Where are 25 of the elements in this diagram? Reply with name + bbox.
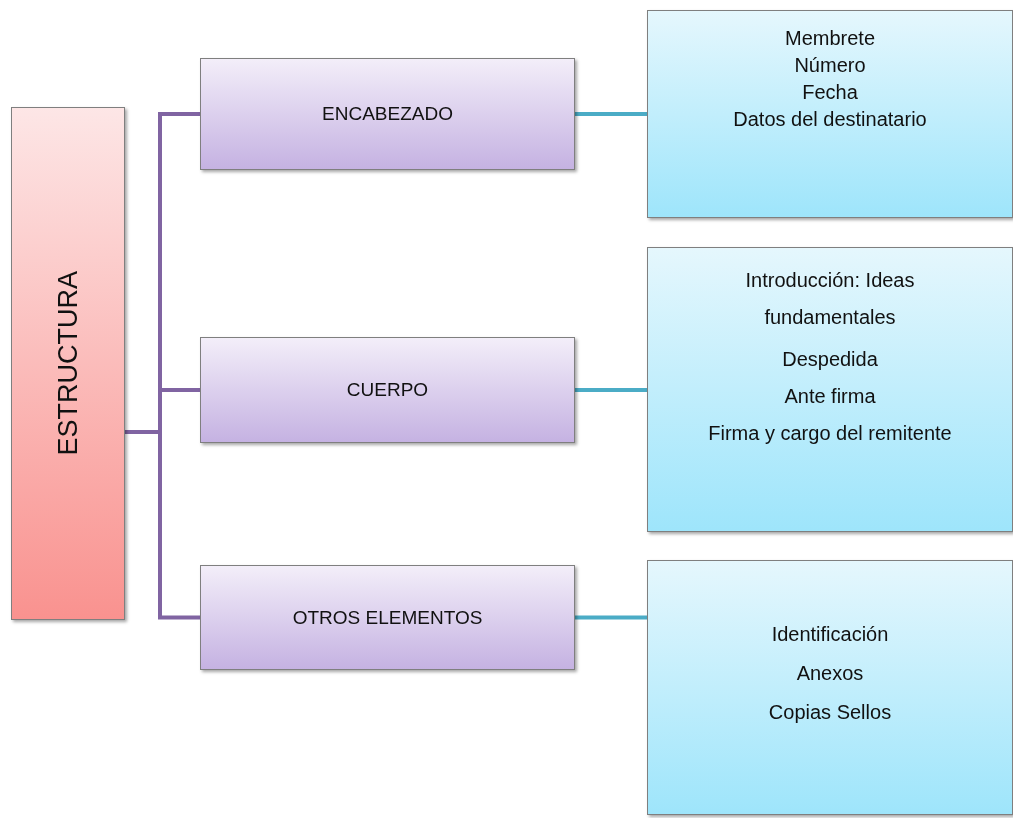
list-item: Firma y cargo del remitente — [708, 421, 952, 446]
connector-line — [575, 388, 647, 392]
section-box — [200, 565, 575, 670]
list-item: Ante firma — [784, 384, 876, 409]
list-item: Identificación — [771, 622, 889, 647]
list-item: Introducción: Ideas fundamentales — [744, 268, 916, 330]
detail-box — [647, 10, 1013, 218]
list-item: Anexos — [796, 661, 864, 686]
list-item: Copias Sellos — [768, 700, 892, 725]
detail-box — [647, 560, 1013, 815]
title-box — [11, 107, 125, 620]
list-item: Datos del destinatario — [733, 107, 927, 132]
list-item: Membrete — [785, 26, 875, 51]
section-box — [200, 58, 575, 170]
box-title: ESTRUCTURA — [52, 271, 84, 456]
box-title: OTROS ELEMENTOS — [292, 606, 483, 629]
list-item: Número — [794, 53, 866, 78]
section-box — [200, 337, 575, 443]
box-title: ENCABEZADO — [322, 103, 453, 125]
list-item: Fecha — [802, 80, 858, 105]
connector-line — [575, 112, 647, 116]
detail-box — [647, 247, 1013, 532]
list-item: Despedida — [782, 347, 878, 372]
box-title: CUERPO — [346, 379, 429, 401]
connector-line — [575, 615, 647, 620]
